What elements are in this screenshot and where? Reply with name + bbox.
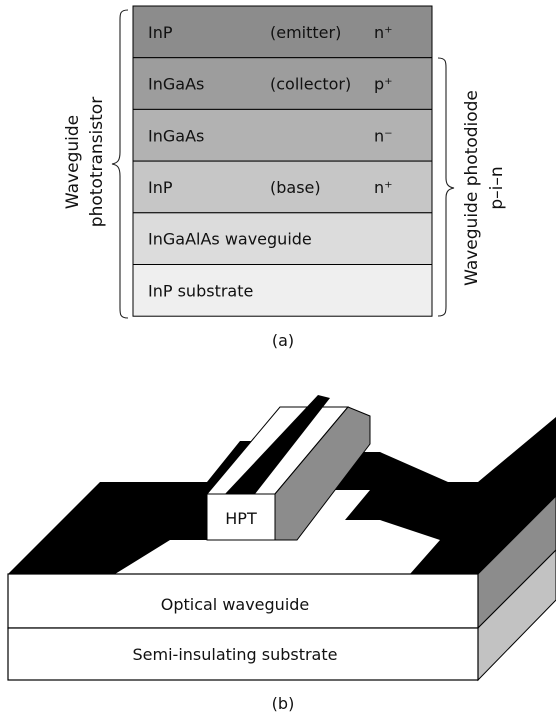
layer-material-label: InGaAlAs waveguide	[148, 230, 312, 249]
right-label-line2: p–i–n	[487, 166, 507, 209]
layer-material-label: InP substrate	[148, 281, 253, 300]
caption-b: (b)	[272, 694, 295, 713]
layer-role-label: (base)	[270, 178, 321, 197]
left-label-line2: phototransistor	[87, 97, 107, 227]
hpt-contact-stripe	[225, 395, 330, 494]
layer-0	[132, 5, 433, 59]
left-brace	[111, 9, 129, 319]
layer-doping-label: n⁺	[374, 23, 393, 42]
right-brace	[437, 57, 455, 317]
hpt-front	[206, 493, 276, 541]
layer-material-label: InGaAs	[148, 75, 204, 94]
layer-1	[132, 57, 433, 110]
layer-role-label: (emitter)	[270, 23, 341, 42]
layer-role-label: (collector)	[270, 75, 351, 94]
layer-material-label: InGaAs	[148, 126, 204, 145]
layer-4	[132, 212, 433, 266]
layer-material-label: InP	[148, 23, 173, 42]
waveguide-label: Optical waveguide	[161, 595, 310, 614]
substrate-label: Semi-insulating substrate	[133, 645, 338, 664]
substrate-front	[7, 627, 479, 681]
panel-a: InP (emitter) n⁺ InGaAs (collector) p⁺ InGaAs n…	[63, 5, 507, 350]
caption-a: (a)	[272, 331, 294, 350]
layer-3	[132, 160, 433, 214]
layer-5	[132, 264, 433, 317]
panel-b: HPT Optical waveguide Semi-insulating su…	[7, 395, 556, 713]
layer-doping-label: p⁺	[374, 75, 393, 94]
layer-doping-label: n⁺	[374, 178, 393, 197]
right-label-line1: Waveguide photodiode	[462, 90, 482, 286]
layer-material-label: InP	[148, 178, 173, 197]
hpt-label: HPT	[225, 509, 257, 528]
layer-stack: InP (emitter) n⁺ InGaAs (collector) p⁺ InGaAs n…	[132, 5, 433, 317]
left-label-line1: Waveguide	[63, 115, 83, 209]
layer-doping-label: n⁻	[374, 126, 393, 145]
layer-2	[132, 108, 433, 162]
